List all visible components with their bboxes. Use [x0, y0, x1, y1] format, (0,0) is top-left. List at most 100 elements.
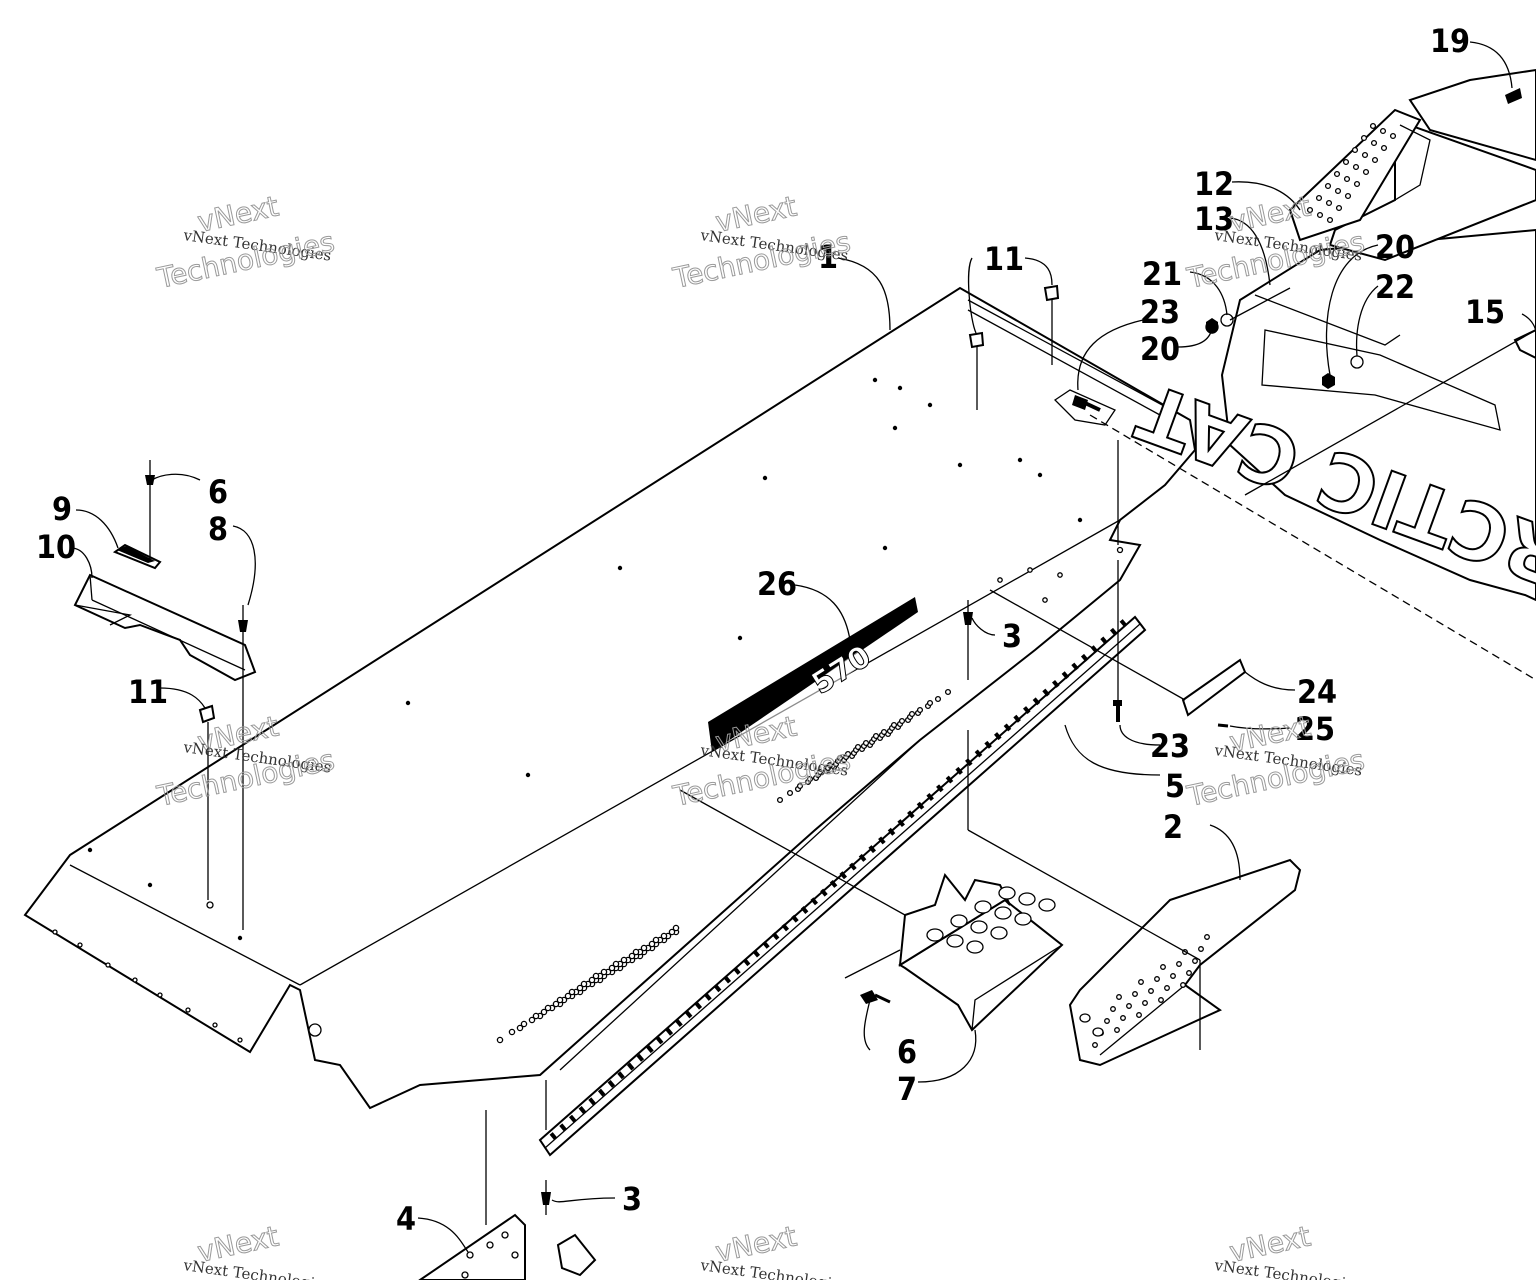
callout-10: 10 [36, 528, 76, 566]
tunnel-holes [52, 377, 1124, 1043]
perf-hole [916, 706, 924, 714]
bracket-hole [1164, 985, 1170, 991]
perf-hole [944, 688, 952, 696]
bracket-hole [1114, 1027, 1120, 1033]
callout-13: 13 [1194, 200, 1234, 238]
bracket-hole [1186, 970, 1192, 976]
perf-hole [816, 768, 824, 776]
rail-tooth [752, 949, 761, 958]
grab-bar-hole [1342, 158, 1350, 166]
footrest-hole [926, 928, 944, 942]
footrest-hole [990, 926, 1008, 940]
bottom-plate [416, 1213, 526, 1281]
footrest-hole [1014, 912, 1032, 926]
rail-tooth [655, 1036, 664, 1045]
perf-hole [556, 996, 564, 1004]
rail-tooth [849, 862, 857, 871]
footrest-hole [966, 940, 984, 954]
callout-22: 22 [1375, 268, 1415, 306]
grab-bar-hole [1325, 199, 1333, 207]
bracket-hole [1116, 994, 1122, 1000]
perf-hole [564, 992, 572, 1000]
svg-text:vNext Technologies: vNext Technologies [181, 1256, 332, 1280]
grab-bar-hole [1353, 180, 1361, 188]
bracket-hole [1198, 946, 1204, 952]
grab-bar-hole [1316, 211, 1324, 219]
rail-tooth [578, 1106, 587, 1114]
callout-15: 15 [1465, 293, 1505, 331]
callout-8: 8 [208, 510, 228, 548]
watermark-6: vNext vNext Technologies Technologies [1183, 709, 1368, 813]
footrest-hole [974, 900, 992, 914]
rail-tooth [897, 819, 905, 828]
perf-hole [628, 952, 636, 960]
rail-tooth [1013, 714, 1021, 723]
bracket-hole [1176, 961, 1182, 967]
callout-12: 12 [1194, 165, 1234, 203]
rail-tooth [1023, 706, 1031, 715]
rail-tooth [684, 1010, 693, 1019]
watermark-5: vNext vNext Technologies Technologies [669, 709, 854, 813]
footrest-hole [1038, 898, 1056, 912]
callout-26: 26 [757, 565, 797, 603]
rail-tooth [549, 1132, 558, 1141]
rail-tooth [887, 827, 896, 836]
rail-tooth [742, 958, 751, 967]
perf-hole [576, 984, 584, 992]
grab-bar-hole [1326, 216, 1334, 224]
rail-tooth [646, 1045, 654, 1054]
callout-5: 5 [1165, 767, 1185, 805]
callout-9: 9 [52, 490, 72, 528]
rail-tooth [965, 758, 973, 767]
callout-25: 25 [1295, 710, 1335, 748]
rail-tooth [878, 836, 886, 845]
footrest-hole [998, 886, 1016, 900]
bracket-hole [1120, 1015, 1126, 1021]
footrest-hole [950, 914, 968, 928]
callout-23-top: 23 [1140, 293, 1180, 331]
callout-3-bottom: 3 [622, 1180, 642, 1218]
rail-tooth [781, 923, 790, 932]
callout-6-bottom: 6 [897, 1033, 917, 1071]
perf-hole [640, 944, 648, 952]
grab-bar-hole [1344, 192, 1352, 200]
rail-tooth [723, 975, 732, 984]
callout-11-top: 11 [984, 240, 1024, 278]
perf-hole [620, 956, 628, 964]
callout-4: 4 [396, 1200, 416, 1238]
grab-bar-hole [1379, 127, 1387, 135]
left-bracket [73, 573, 257, 682]
perf-hole [872, 732, 880, 740]
fasteners [145, 88, 1522, 1205]
grab-bar-hole [1334, 187, 1342, 195]
perf-hole [632, 948, 640, 956]
rail-tooth [626, 1062, 635, 1071]
bracket-hole [1104, 1018, 1110, 1024]
rail-tooth [675, 1019, 683, 1028]
callout-11-left: 11 [128, 673, 168, 711]
rail-tooth [1051, 679, 1060, 688]
callout-24: 24 [1297, 673, 1337, 711]
perf-hole [826, 761, 834, 769]
perf-hole [890, 721, 898, 729]
rail-tooth [607, 1079, 616, 1088]
rail-tooth [1109, 627, 1118, 636]
rail-tooth [597, 1088, 606, 1097]
callout-6-top: 6 [208, 473, 228, 511]
rail-tooth [868, 845, 876, 854]
callout-20-right: 20 [1375, 228, 1415, 266]
perf-hole [652, 936, 660, 944]
watermark-2: vNext vNext Technologies Technologies [669, 189, 854, 295]
watermark-1: vNext vNext Technologies Technologies [153, 189, 338, 295]
watermark-8: vNext vNext Technologies [698, 1219, 849, 1285]
perf-hole [880, 728, 888, 736]
perf-hole [612, 960, 620, 968]
rail-tooth [974, 749, 983, 758]
grab-bar-hole [1343, 175, 1351, 183]
perf-hole [588, 976, 596, 984]
bracket-hole [1142, 1000, 1148, 1006]
footrest-hole [994, 906, 1012, 920]
rail-tooth [945, 775, 954, 784]
rail-tooth [820, 888, 828, 897]
perf-hole [672, 924, 680, 932]
